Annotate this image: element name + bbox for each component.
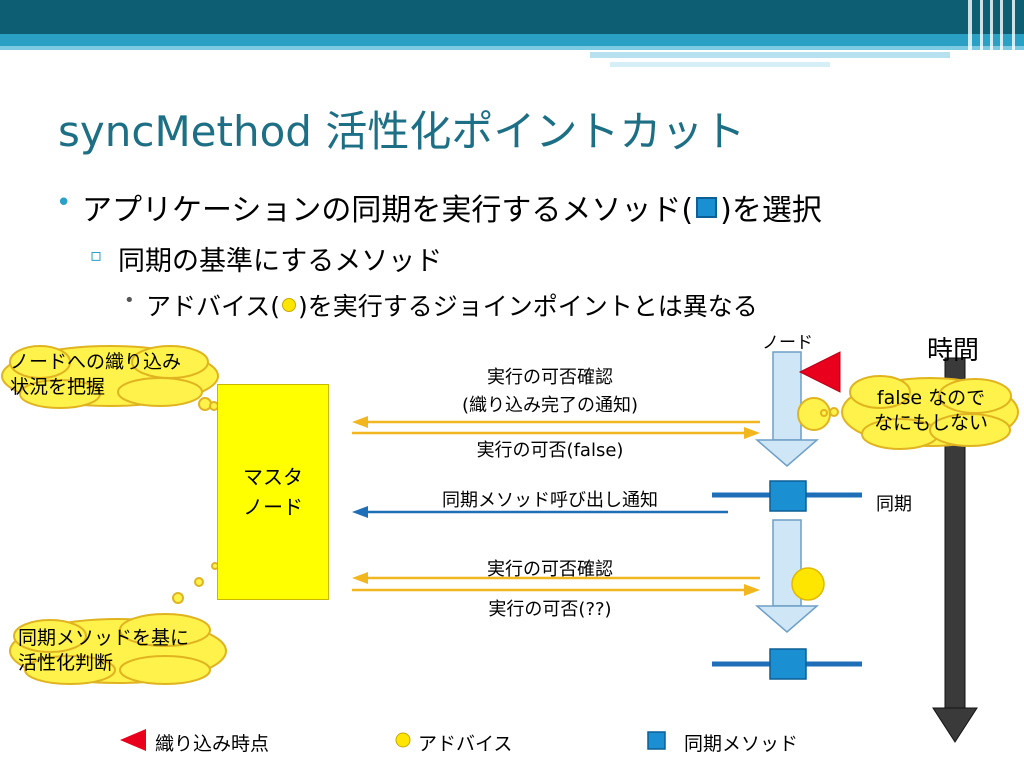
message-check-1-line2: (織り込み完了の通知) bbox=[461, 395, 639, 416]
master-node-line2: ノード bbox=[243, 495, 303, 519]
message-result-1: 実行の可否(false) bbox=[476, 440, 624, 461]
weave-point-triangle bbox=[798, 351, 841, 393]
sync-method-square-icon bbox=[696, 196, 718, 218]
cloud-text-2: false なので なにもしない bbox=[856, 386, 1006, 436]
bullet-square-icon: ▫ bbox=[90, 245, 103, 266]
bullet-1-text-after: )を選択 bbox=[720, 193, 822, 228]
cloud-shape-3 bbox=[9, 562, 227, 685]
legend-triangle-icon bbox=[120, 729, 146, 751]
cloud-2-line1: false なので bbox=[876, 387, 986, 409]
cloud-2-line2: なにもしない bbox=[873, 412, 988, 434]
arrow-sync-notify bbox=[352, 506, 728, 518]
message-sync-notify: 同期メソッド呼び出し通知 bbox=[442, 490, 658, 511]
cloud-3-line2: 活性化判断 bbox=[18, 652, 114, 674]
advice-circle-icon bbox=[282, 298, 297, 312]
master-node-line1: マスタ bbox=[243, 465, 303, 489]
bullet-dot-icon: • bbox=[56, 188, 72, 218]
message-check-1: 実行の可否確認 (織り込み完了の通知) bbox=[400, 364, 700, 420]
header-band bbox=[0, 0, 1024, 70]
cloud-text-3: 同期メソッドを基に 活性化判断 bbox=[18, 626, 189, 676]
message-result-2: 実行の可否(??) bbox=[488, 599, 612, 620]
master-node: マスタ ノード bbox=[217, 384, 329, 600]
message-check-1-line1: 実行の可否確認 bbox=[487, 367, 613, 388]
time-label: 時間 bbox=[927, 336, 980, 366]
bullet-2: 同期の基準にするメソッド bbox=[118, 246, 443, 277]
bullet-3-text-after: )を実行するジョインポイントとは異なる bbox=[298, 292, 758, 321]
cloud-shape-1 bbox=[1, 345, 219, 411]
bullet-3: アドバイス( )を実行するジョインポイントとは異なる bbox=[146, 287, 758, 323]
slide-title: syncMethod 活性化ポイントカット bbox=[58, 107, 746, 156]
arrow-check-1 bbox=[352, 416, 760, 428]
advice-circle bbox=[791, 567, 825, 601]
legend-advice: アドバイス bbox=[418, 733, 513, 755]
bullet-1-text-before: アプリケーションの同期を実行するメソッド( bbox=[82, 193, 694, 228]
legend-sync-icon bbox=[647, 731, 666, 750]
arrow-result-2 bbox=[352, 584, 760, 596]
cloud-3-line1: 同期メソッドを基に bbox=[18, 627, 190, 649]
sync-bar-2 bbox=[712, 648, 862, 680]
message-check-2: 実行の可否確認 bbox=[487, 559, 613, 580]
cloud-text-1: ノードへの織り込み 状況を把握 bbox=[10, 350, 181, 400]
cloud-1-line2: 状況を把握 bbox=[10, 376, 106, 398]
sync-label: 同期 bbox=[876, 494, 912, 515]
node-arrow-top bbox=[754, 351, 820, 467]
cloud-shape-2 bbox=[797, 375, 1019, 450]
sync-bar-1 bbox=[712, 480, 862, 512]
node-label: ノード bbox=[762, 333, 813, 353]
legend-sync-method: 同期メソッド bbox=[684, 733, 799, 755]
bullet-small-dot-icon: • bbox=[124, 290, 135, 311]
arrow-check-2 bbox=[352, 572, 760, 584]
cloud-1-line1: ノードへの織り込み bbox=[10, 351, 182, 373]
bullet-3-text-before: アドバイス( bbox=[146, 292, 281, 321]
arrow-result-1 bbox=[352, 427, 760, 439]
legend-weave-point: 織り込み時点 bbox=[155, 733, 270, 755]
legend-advice-icon bbox=[395, 732, 411, 748]
bullet-1: アプリケーションの同期を実行するメソッド( )を選択 bbox=[82, 185, 822, 229]
